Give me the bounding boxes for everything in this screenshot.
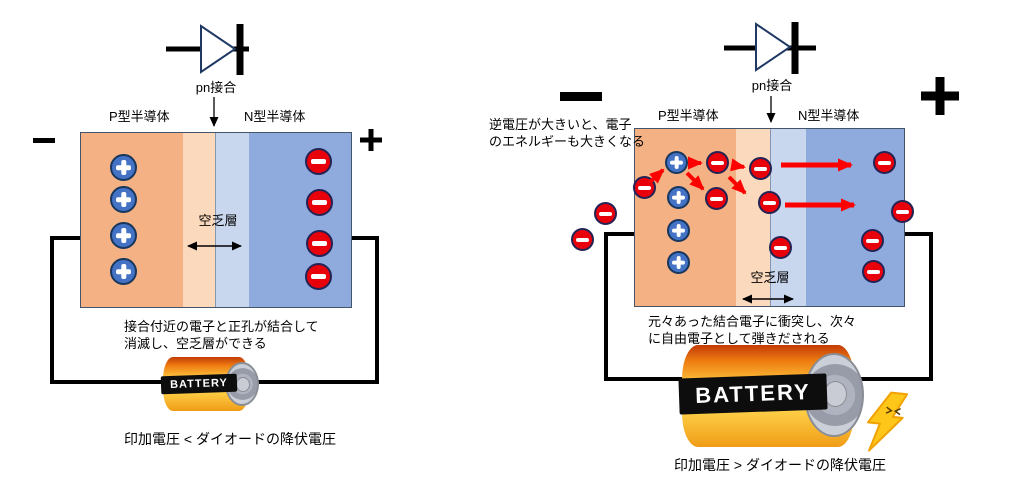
right-annotation-line1: 逆電圧が大きいと、電子 (489, 117, 632, 132)
hole-icon (667, 251, 690, 274)
left-plus-terminal-icon (360, 129, 382, 151)
electron-icon (769, 236, 792, 259)
minus-icon (599, 211, 612, 216)
minus-icon (711, 160, 724, 165)
minus-icon (896, 209, 909, 214)
minus-icon (311, 159, 326, 164)
hole-icon (110, 222, 137, 249)
electron-icon (706, 151, 729, 174)
hole-icon (667, 219, 690, 242)
left-pn-junction-label: pn接合 (195, 80, 237, 95)
minus-icon (878, 160, 891, 165)
hole-icon (110, 258, 137, 285)
battery-band: BATTERY (160, 373, 238, 395)
electron-icon (891, 200, 914, 223)
left-diode-symbol-icon (166, 24, 249, 75)
minus-icon (754, 166, 767, 171)
hole-icon (110, 154, 137, 181)
hole-icon (667, 186, 690, 209)
electron-icon (861, 229, 884, 252)
left-n-region (249, 133, 351, 307)
minus-icon (774, 245, 787, 250)
left-p-type-label: P型半導体 (109, 109, 170, 124)
right-pn-junction-label: pn接合 (751, 78, 793, 93)
battery-label: BATTERY (169, 376, 229, 392)
electron-icon (305, 148, 332, 175)
right-junction-line (770, 129, 771, 306)
battery-label: BATTERY (694, 378, 812, 409)
plus-icon (670, 156, 683, 169)
right-caption-line1: 元々あった結合電子に衝突し、次々 (648, 314, 857, 329)
left-junction-line (215, 133, 216, 307)
plus-icon (116, 192, 131, 207)
right-voltage-formula: 印加電圧 > ダイオードの降伏電圧 (674, 457, 886, 473)
left-depletion-label: 空乏層 (198, 213, 238, 228)
electron-icon (749, 157, 772, 180)
plus-icon (116, 228, 131, 243)
lightning-bolt-icon (866, 391, 909, 452)
electron-icon (571, 228, 594, 251)
right-battery: BATTERY (678, 345, 864, 447)
electron-icon (873, 151, 896, 174)
battery-cap-nub (236, 377, 250, 392)
minus-icon (710, 196, 723, 201)
battery-band: BATTERY (678, 373, 828, 415)
plus-icon (116, 264, 131, 279)
right-n-type-label: N型半導体 (798, 108, 860, 123)
left-voltage-formula: 印加電圧 < ダイオードの降伏電圧 (124, 431, 336, 447)
left-battery: BATTERY (160, 357, 259, 411)
right-depletion-label: 空乏層 (750, 270, 790, 285)
right-diode-symbol-icon (724, 22, 816, 74)
hole-icon (110, 186, 137, 213)
minus-icon (867, 269, 880, 274)
minus-icon (866, 238, 879, 243)
electron-icon (862, 260, 885, 283)
electron-icon (306, 230, 333, 257)
electron-icon (305, 263, 332, 290)
right-annotation-line2: のエネルギーも大きくなる (489, 134, 646, 149)
electron-icon (633, 176, 656, 199)
right-minus-terminal-icon (560, 92, 602, 101)
plus-icon (116, 160, 131, 175)
left-n-type-label: N型半導体 (244, 109, 306, 124)
electron-icon (705, 187, 728, 210)
battery-cap-nub (824, 381, 847, 407)
left-caption-line2: 消滅し、空乏層ができる (124, 336, 267, 351)
minus-icon (638, 185, 651, 190)
minus-icon (312, 200, 327, 205)
electron-icon (594, 202, 617, 225)
plus-icon (672, 191, 685, 204)
right-caption-line2: に自由電子として弾きだされる (648, 331, 830, 346)
hole-icon (665, 151, 688, 174)
left-caption-line1: 接合付近の電子と正孔が結合して (124, 319, 319, 334)
minus-icon (576, 237, 589, 242)
minus-icon (311, 274, 326, 279)
right-plus-terminal-icon (921, 77, 959, 115)
plus-icon (672, 224, 685, 237)
electron-icon (306, 189, 333, 216)
minus-icon (312, 241, 327, 246)
minus-icon (763, 200, 776, 205)
electron-icon (758, 191, 781, 214)
left-minus-terminal-icon (33, 138, 55, 143)
plus-icon (672, 256, 685, 269)
right-p-type-label: P型半導体 (658, 108, 719, 123)
